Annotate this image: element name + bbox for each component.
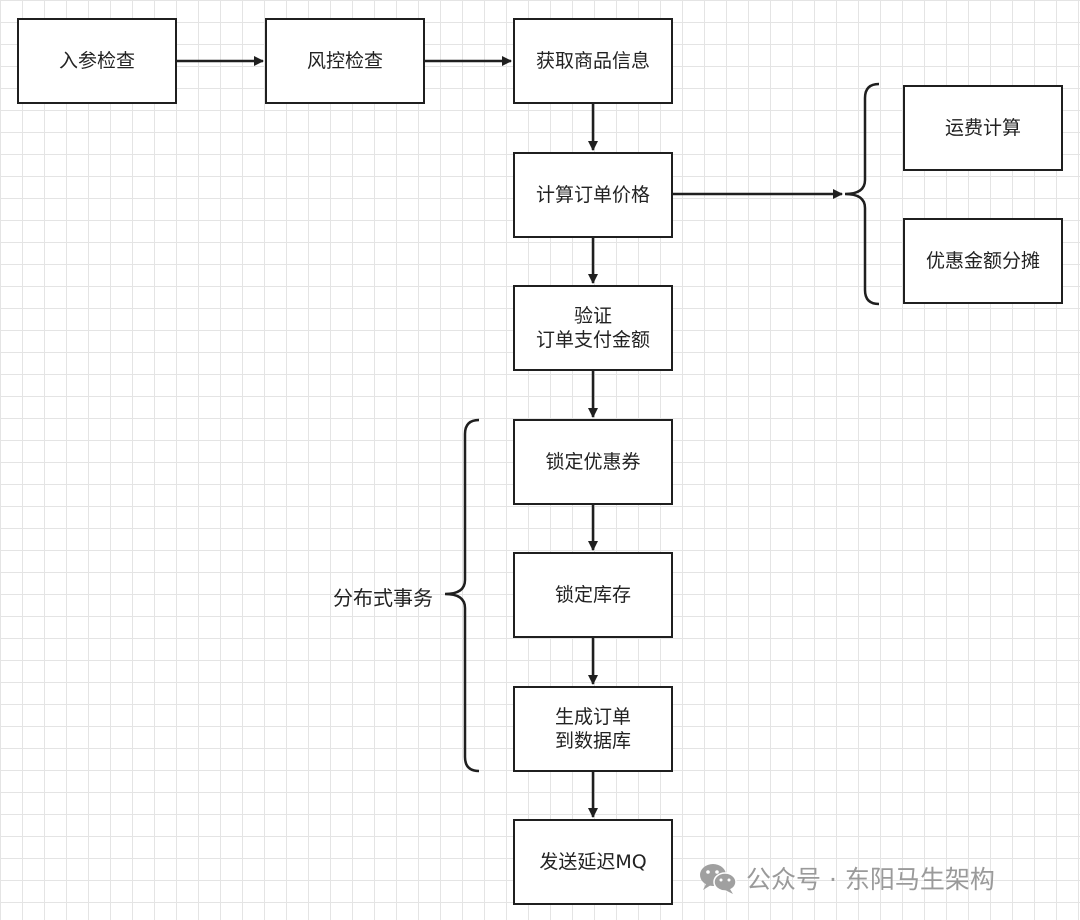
- calc-order-price-label: 计算订单价格: [535, 184, 650, 206]
- get-product-info-label: 获取商品信息: [535, 50, 650, 72]
- risk-check-box: 风控检查: [265, 18, 425, 104]
- watermark-text: 公众号 · 东阳马生架构: [746, 865, 995, 894]
- watermark: 公众号 · 东阳马生架构: [698, 858, 995, 898]
- lock-coupon-box: 锁定优惠券: [513, 419, 673, 505]
- create-order-box: 生成订单 到数据库: [513, 686, 673, 772]
- verify-label-line2: 订单支付金额: [535, 329, 650, 351]
- calc-order-price-box: 计算订单价格: [513, 152, 673, 238]
- param-check-box: 入参检查: [17, 18, 177, 104]
- create-order-label-line1: 生成订单: [554, 706, 631, 728]
- wechat-icon: [698, 861, 738, 895]
- discount-allocation-label: 优惠金额分摊: [925, 250, 1040, 272]
- risk-check-label: 风控检查: [306, 50, 383, 72]
- lock-inventory-box: 锁定库存: [513, 552, 673, 638]
- send-delay-mq-label: 发送延迟MQ: [539, 851, 647, 873]
- create-order-label-line2: 到数据库: [554, 730, 631, 752]
- distributed-transaction-brace: [444, 418, 480, 773]
- send-delay-mq-box: 发送延迟MQ: [513, 819, 673, 905]
- shipping-calc-label: 运费计算: [944, 117, 1021, 139]
- lock-inventory-label: 锁定库存: [554, 584, 631, 606]
- discount-allocation-box: 优惠金额分摊: [903, 218, 1063, 304]
- lock-coupon-label: 锁定优惠券: [545, 451, 641, 473]
- distributed-transaction-label: 分布式事务: [333, 586, 433, 610]
- verify-payment-box: 验证 订单支付金额: [513, 285, 673, 371]
- shipping-calc-box: 运费计算: [903, 85, 1063, 171]
- get-product-info-box: 获取商品信息: [513, 18, 673, 104]
- param-check-label: 入参检查: [58, 50, 135, 72]
- right-group-brace: [844, 82, 880, 306]
- verify-label-line1: 验证: [573, 305, 612, 327]
